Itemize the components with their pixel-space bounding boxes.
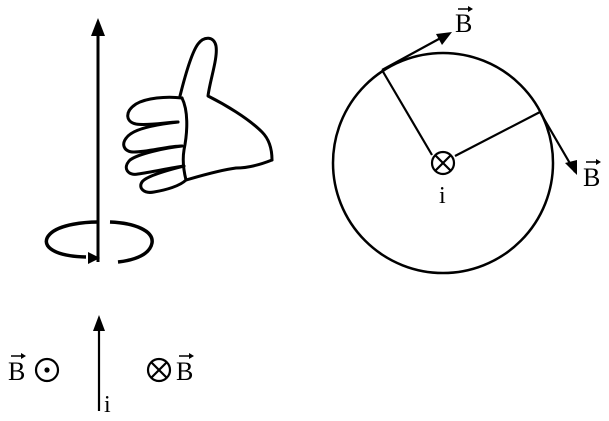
- right-hand-rule-figure: [44, 18, 274, 264]
- vector-bar-out-tip: [21, 353, 26, 359]
- current-label-wire: i: [104, 392, 111, 418]
- field-out-label: B: [8, 357, 25, 386]
- vector-bar-top-tip: [468, 6, 473, 12]
- field-out-of-page-icon: [34, 357, 60, 383]
- vector-bar-right-tip: [596, 159, 601, 165]
- tangent-arrowhead-top: [436, 32, 452, 45]
- circular-arrow-icon: [44, 220, 154, 264]
- current-into-page-icon: [430, 150, 456, 176]
- field-label-top: B: [455, 9, 472, 38]
- current-arrowhead: [91, 18, 105, 36]
- field-circle-figure: B B i: [331, 6, 601, 275]
- radius-upper-left: [381, 69, 433, 156]
- wire-field-directions-figure: B i B: [8, 315, 194, 418]
- field-line-circle: [331, 51, 555, 275]
- tangent-arrowhead-right: [565, 160, 577, 175]
- tangent-vector-top: [381, 33, 449, 71]
- thumbs-up-hand-icon: [122, 36, 274, 194]
- field-label-right: B: [583, 163, 600, 192]
- straight-wire-arrowhead: [93, 315, 105, 331]
- radius-right: [454, 111, 541, 157]
- vector-bar-in-tip: [189, 353, 194, 359]
- current-label-circle: i: [439, 183, 446, 209]
- field-into-page-icon: [146, 357, 172, 383]
- field-in-label: B: [176, 357, 193, 386]
